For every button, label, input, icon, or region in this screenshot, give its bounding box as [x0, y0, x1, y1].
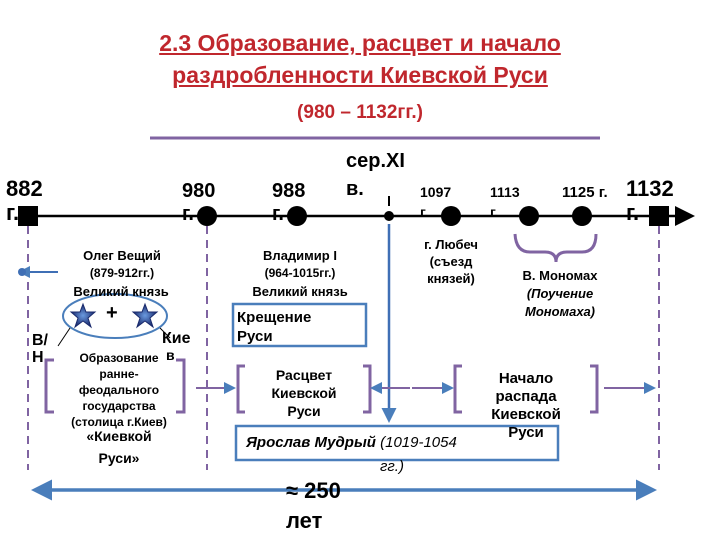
year-1132: 1132 [626, 176, 674, 201]
baptism-box [231, 302, 368, 348]
formation-line: ранне- [99, 367, 139, 381]
vladimir-title: Великий князь [252, 284, 348, 299]
yaroslav-name: Ярослав Мудрый [246, 434, 376, 451]
flourish-bracket-right [363, 364, 372, 414]
baptism-text: Крещение [237, 309, 312, 326]
formation-line: (столица г.Киев) [71, 415, 167, 429]
year-1097-suffix: г. [420, 204, 429, 220]
monomakh-name: В. Мономах [522, 268, 598, 283]
flourish-line: Киевской [271, 385, 337, 401]
flourish-text: Расцвет Киевской Руси [248, 366, 360, 420]
lyubech-line: князей) [427, 271, 475, 286]
lyubech-line: г. Любеч [424, 237, 478, 252]
year-1125: 1125 г. [562, 184, 608, 201]
title-line-2: раздробленности Киевской Руси [172, 62, 548, 88]
yaroslav-years-2: гг.) [380, 458, 404, 475]
marker-1132 [649, 206, 669, 226]
oleg-pointer-dot [18, 268, 26, 276]
mid-xi-century: сер.XI [346, 150, 405, 172]
state-name: «Киевкой [86, 428, 152, 444]
decline-line: Руси [508, 424, 544, 441]
flourish-line: Руси [287, 403, 321, 419]
title-line-1: 2.3 Образование, расцвет и начало [159, 30, 561, 56]
oleg-name: Олег Вещий [83, 248, 161, 263]
duration-unit: лет [286, 508, 323, 533]
left-city: В/ [32, 332, 48, 349]
formation-bracket-left [44, 358, 54, 414]
monomakh-brace [513, 233, 598, 263]
marker-882 [18, 206, 38, 226]
decline-line: Начало [498, 370, 554, 387]
decline-text: Начало распада Киевской Руси [466, 370, 586, 442]
formation-line: государства [82, 399, 156, 413]
marker-988 [287, 206, 307, 226]
year-1113: 1113 [490, 184, 520, 200]
left-city-2: Н [32, 349, 44, 366]
flourish-line: Расцвет [275, 367, 333, 383]
title-line-3: (980 – 1132гг.) [297, 102, 423, 123]
flourish-bracket-left [236, 364, 245, 414]
marker-980 [197, 206, 217, 226]
state-name-2: Руси» [98, 450, 140, 466]
vladimir-name: Владимир I [263, 248, 337, 263]
kiev-star [131, 302, 159, 329]
novgorod-star [69, 302, 97, 329]
baptism-text-2: Руси [237, 328, 273, 345]
year-980: 980 [182, 180, 216, 202]
duration-value: ≈ 250 [286, 478, 341, 503]
marker-1113 [519, 206, 539, 226]
decline-line: распада [495, 388, 557, 405]
decline-line: Киевской [491, 406, 561, 423]
oleg-years: (879-912гг.) [89, 266, 155, 280]
formation-line: Образование [79, 351, 159, 365]
year-1113-suffix: г. [490, 204, 499, 220]
year-980-suffix: г. [182, 203, 194, 225]
formation-line: феодального [78, 383, 160, 397]
vladimir-years: (964-1015гг.) [264, 266, 336, 280]
yaroslav-years: (1019-1054 [375, 434, 457, 451]
decline-bracket-right [590, 364, 599, 414]
right-city-connector [159, 327, 171, 339]
year-1097: 1097 [420, 184, 452, 200]
year-988-suffix: г. [272, 203, 284, 225]
monomakh-work: (Поучение [526, 286, 594, 301]
marker-mid-xi [384, 211, 394, 221]
marker-1097 [441, 206, 461, 226]
left-city-connector [57, 327, 71, 347]
monomakh-work-2: Мономаха) [524, 304, 596, 319]
year-882: 882 [6, 176, 43, 201]
lyubech-line: (съезд [429, 254, 473, 269]
formation-bracket-right [176, 358, 186, 414]
right-city-2: в [166, 347, 175, 363]
year-1132-suffix: г. [626, 200, 640, 225]
year-988: 988 [272, 180, 306, 202]
oleg-title: Великий князь [73, 284, 169, 299]
formation-text: Образование ранне- феодального государст… [56, 350, 182, 430]
mid-xi-century-suffix: в. [346, 178, 364, 200]
oleg-ellipse [62, 293, 168, 339]
year-882-suffix: г. [6, 200, 20, 225]
yaroslav-box [234, 424, 560, 462]
decline-bracket-left [453, 364, 462, 414]
yaroslav-label: Ярослав Мудрый (1019-1054 [246, 434, 457, 451]
right-city: Кие [162, 330, 191, 347]
marker-1125 [572, 206, 592, 226]
plus-sign: + [106, 302, 118, 324]
lyubech-text: г. Любеч (съезд князей) [408, 236, 494, 287]
